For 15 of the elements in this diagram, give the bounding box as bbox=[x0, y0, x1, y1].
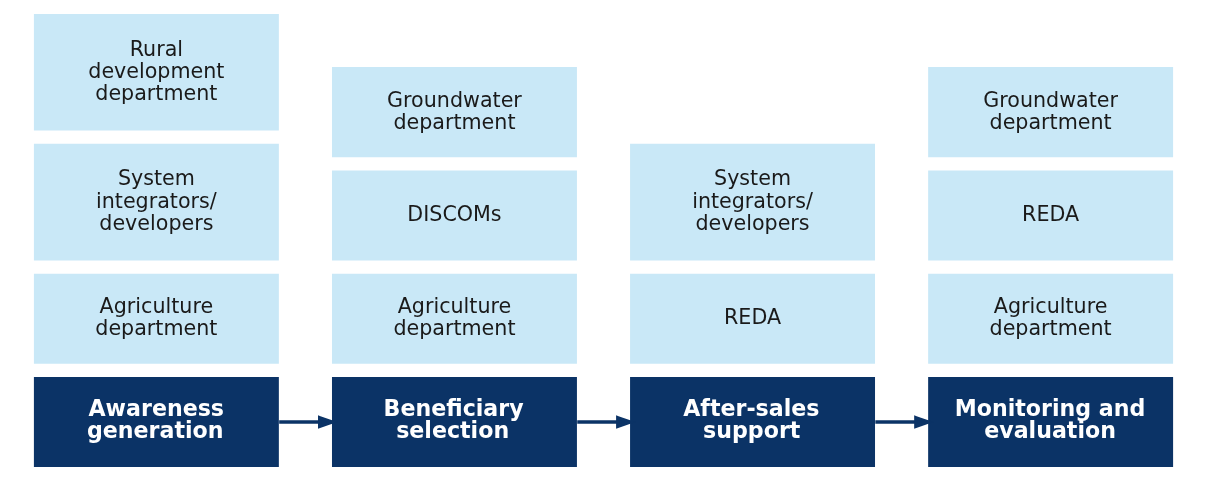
node-box: REDA bbox=[927, 170, 1173, 261]
node-box: Agriculture department bbox=[33, 273, 279, 364]
node-box: Rural development department bbox=[33, 14, 279, 131]
node-box: After-sales support bbox=[629, 377, 875, 467]
node-box: System integrators/ developers bbox=[33, 143, 279, 261]
node-box: Agriculture department bbox=[331, 273, 577, 364]
node-box: Monitoring and evaluation bbox=[927, 377, 1173, 467]
node-box: Groundwater department bbox=[927, 67, 1173, 158]
node-box: Agriculture department bbox=[927, 273, 1173, 364]
node-box: Beneficiary selection bbox=[331, 377, 577, 467]
node-box: System integrators/ developers bbox=[629, 143, 875, 261]
node-box: Groundwater department bbox=[331, 67, 577, 158]
node-box: DISCOMs bbox=[331, 170, 577, 261]
node-box: REDA bbox=[629, 273, 875, 364]
node-box: Awareness generation bbox=[33, 377, 279, 467]
